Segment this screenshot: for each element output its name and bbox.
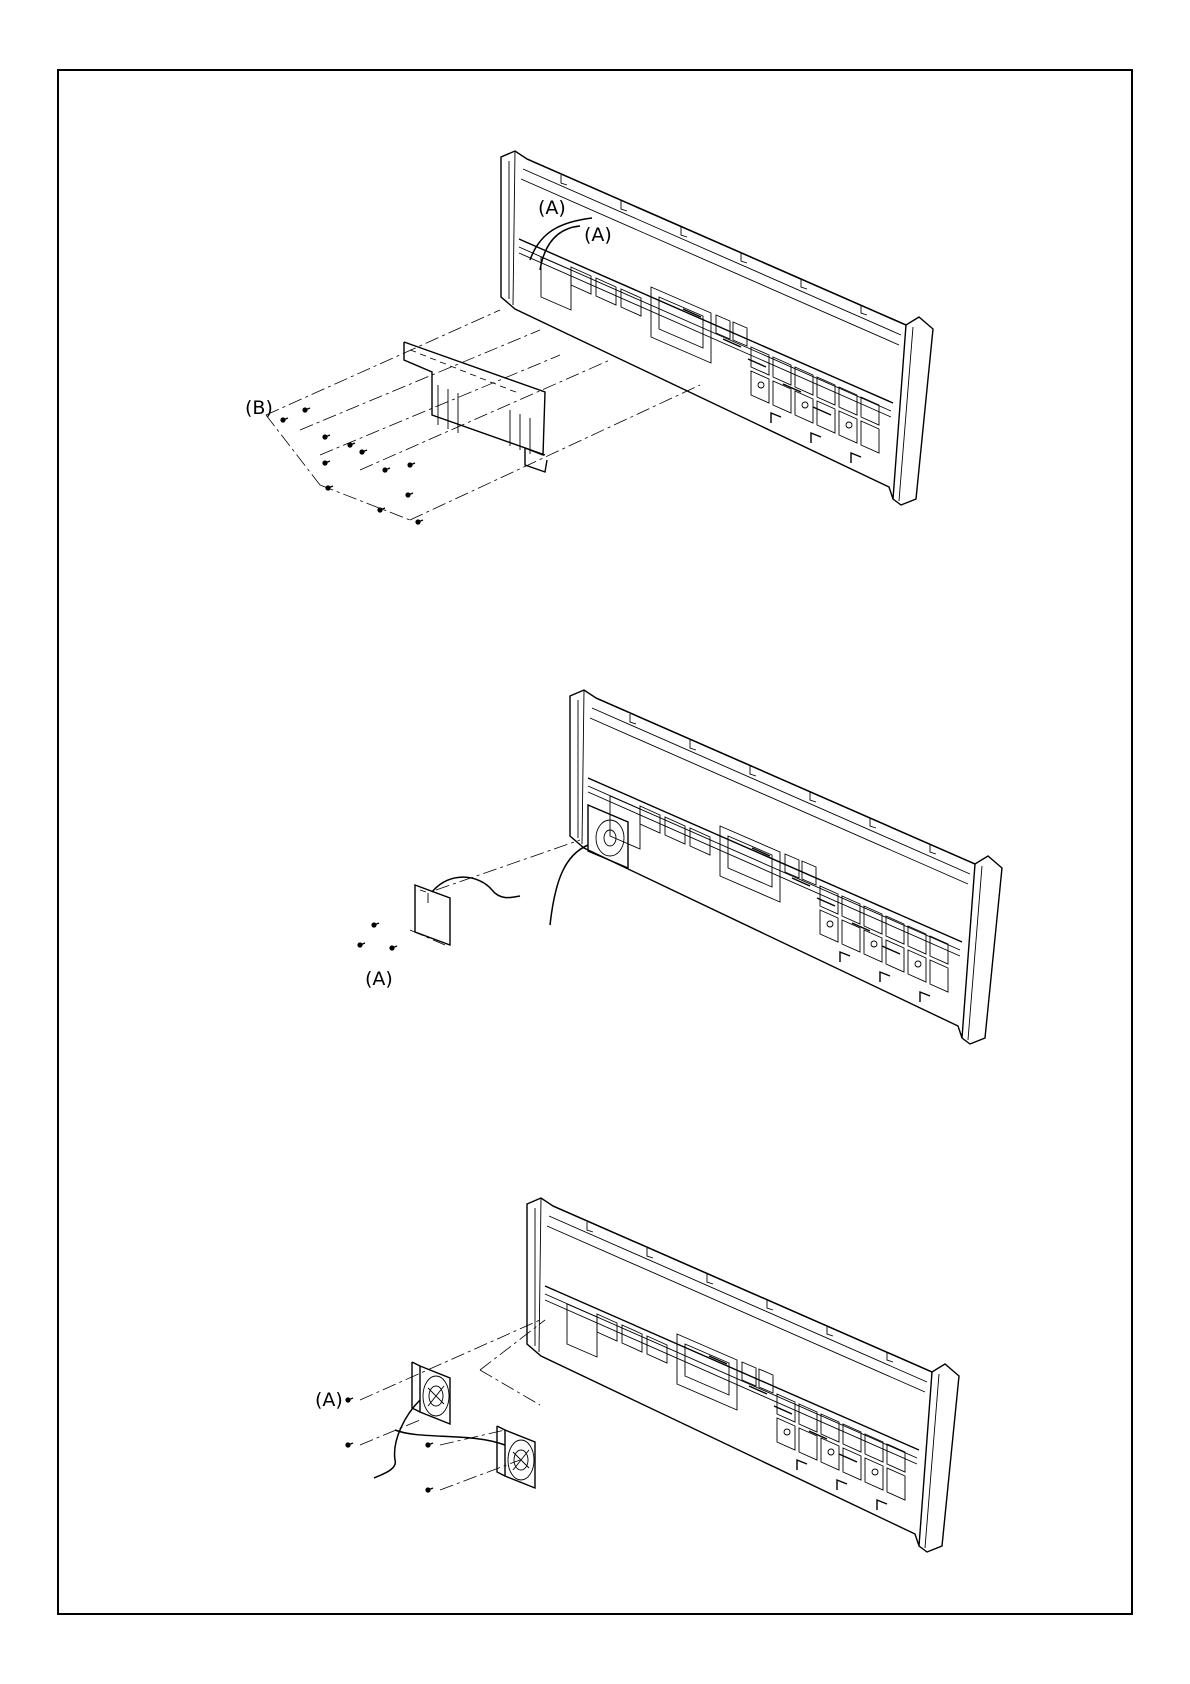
step-2-assembly: (A)	[357, 690, 1002, 1044]
step-1-assembly: (A) (A) (B)	[245, 151, 933, 525]
callout-a-wire-2: (A)	[584, 224, 612, 246]
step-3-assembly: (A)	[315, 1198, 959, 1552]
callout-b-screws: (B)	[245, 397, 273, 419]
callout-a-screws: (A)	[365, 968, 393, 990]
callout-a-wire-1: (A)	[538, 197, 566, 219]
callout-a-fan-screws: (A)	[315, 1389, 343, 1411]
